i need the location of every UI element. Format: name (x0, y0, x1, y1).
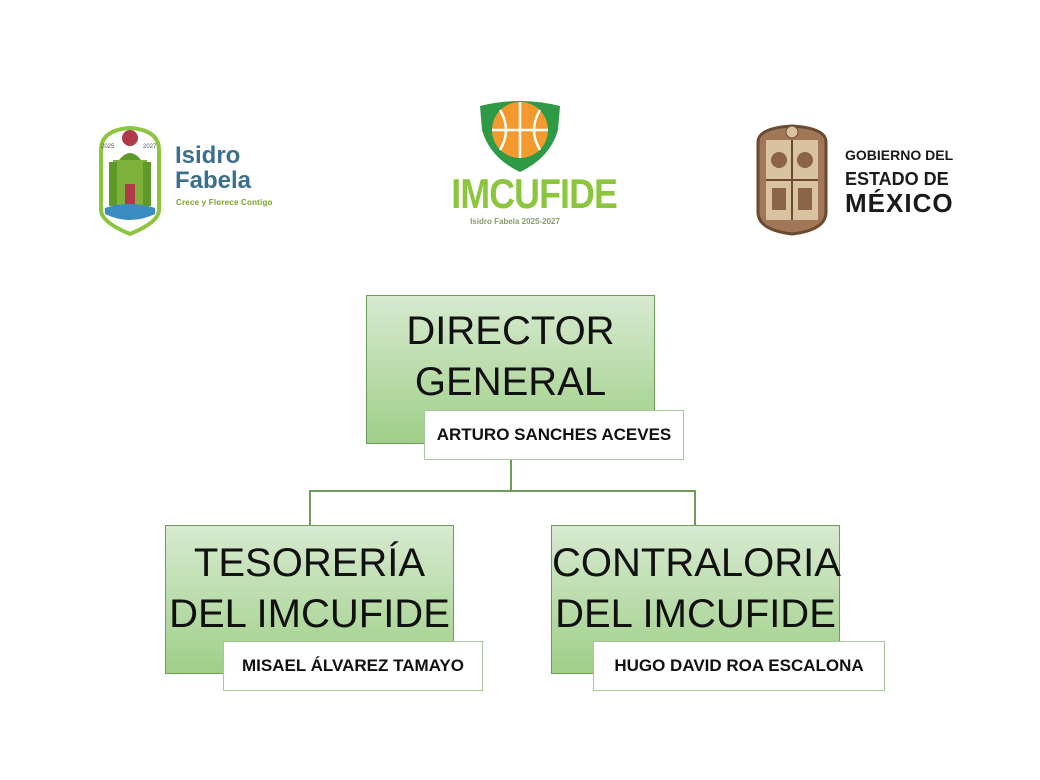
edomex-line2: ESTADO DE (845, 169, 949, 189)
comptroller-name: HUGO DAVID ROA ESCALONA (593, 641, 885, 691)
connector-comptroller (694, 490, 696, 526)
year-end: 2027 (143, 144, 157, 150)
connector-director-down (510, 459, 512, 490)
edomex-line1: GOBIERNO DEL (845, 147, 954, 163)
director-title-line1: DIRECTOR (406, 309, 615, 353)
comptroller-title-line1: CONTRALORIA (552, 541, 841, 585)
treasury-name: MISAEL ÁLVAREZ TAMAYO (223, 641, 483, 691)
isidro-slogan: Crece y Florece Contigo (176, 198, 273, 207)
director-title-line2: GENERAL (414, 360, 607, 404)
connector-treasury (309, 490, 311, 526)
treasury-title-line1: TESORERÍA (193, 541, 426, 585)
isidro-line1: Isidro (175, 142, 241, 169)
isidro-line2: Fabela (175, 167, 252, 194)
isidro-fabela-wordmark: Isidro Fabela (175, 143, 251, 193)
imcufide-logo (440, 100, 600, 230)
treasury-title-line2: DEL IMCUFIDE (169, 592, 450, 636)
year-start: 2025 (101, 144, 115, 150)
isidro-fabela-logo: 2025 2027 (95, 122, 270, 237)
edomex-wordmark: GOBIERNO DEL ESTADO DE MÉXICO (845, 143, 954, 218)
basketball-shield-icon (480, 101, 560, 172)
edomex-line3: MÉXICO (845, 188, 954, 218)
church-icon (99, 125, 161, 237)
connector-horizontal (309, 490, 696, 492)
imcufide-title: IMCUFIDE (451, 170, 618, 217)
coat-of-arms-icon (756, 124, 828, 236)
director-name: ARTURO SANCHES ACEVES (424, 410, 684, 460)
edomex-coat-of-arms (752, 122, 832, 237)
imcufide-subtitle: Isidro Fabela 2025-2027 (470, 217, 560, 226)
comptroller-title-line2: DEL IMCUFIDE (555, 592, 836, 636)
